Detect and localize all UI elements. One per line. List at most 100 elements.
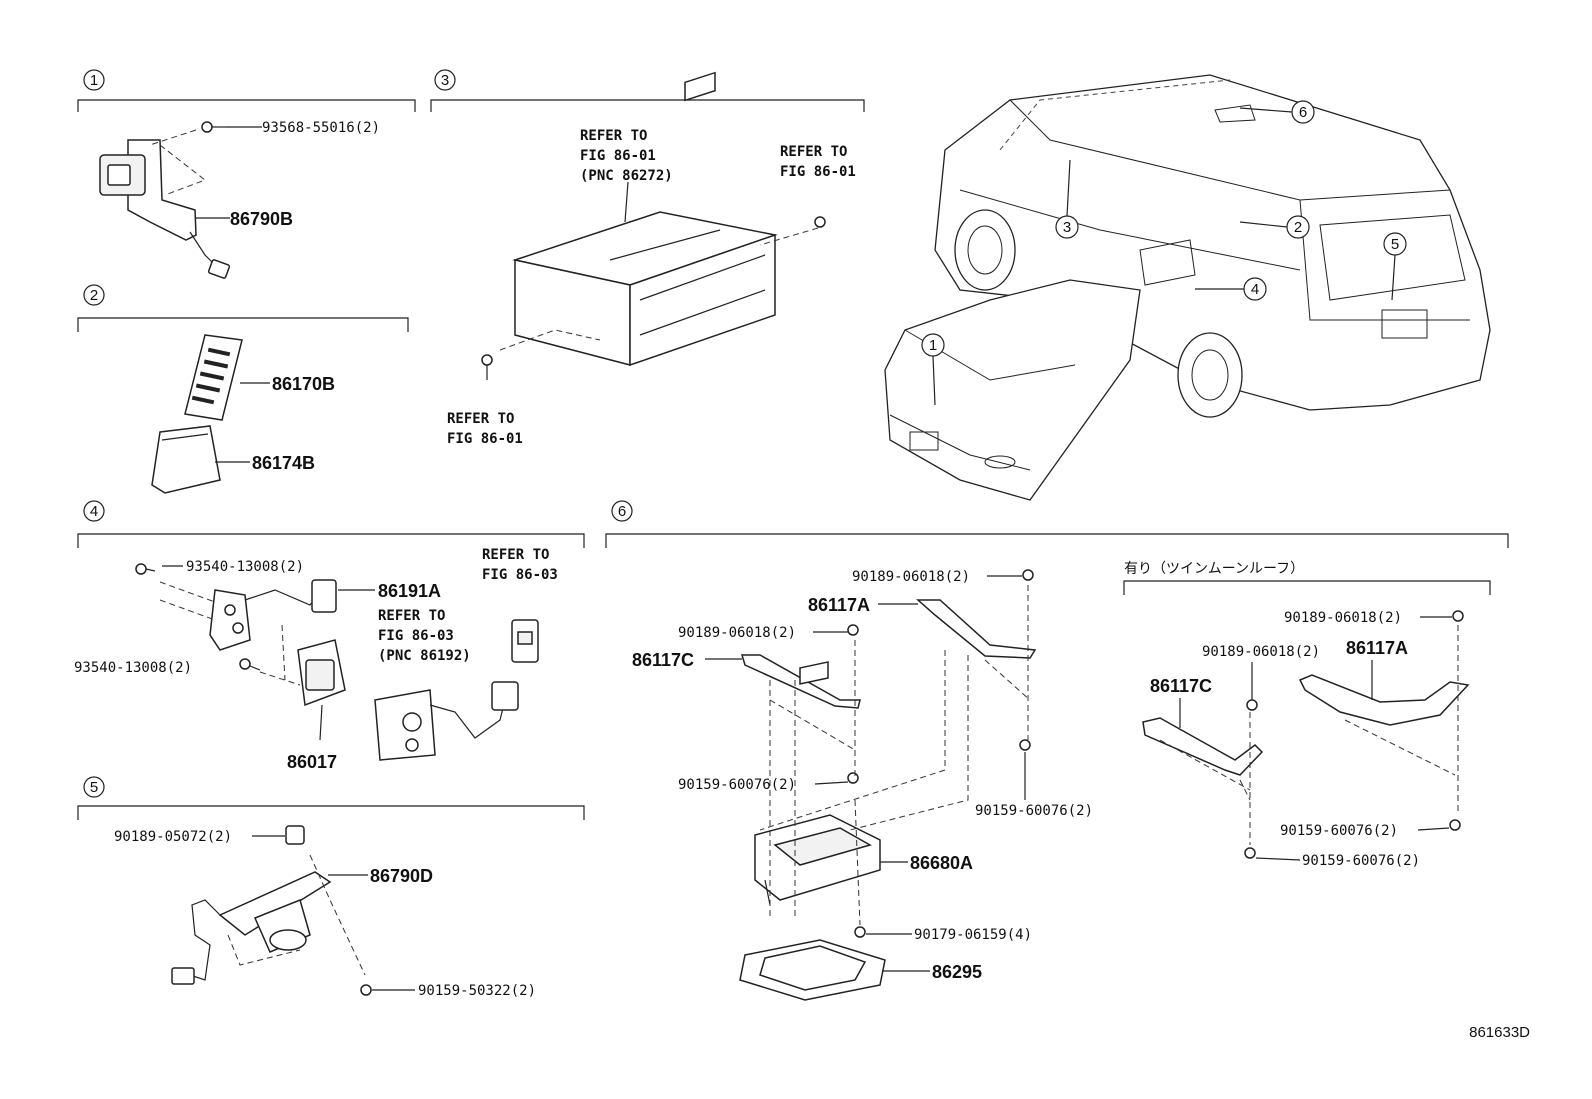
part-label: 86295: [932, 962, 982, 982]
part-label: 86790B: [230, 209, 293, 229]
section-bracket: [430, 99, 865, 112]
section-number: 2: [90, 287, 98, 304]
nut-icon: [854, 926, 866, 938]
part-label: 90159-60076(2): [1280, 823, 1398, 839]
part-label: 90189-06018(2): [1284, 610, 1402, 626]
part-label: 86117C: [1150, 676, 1212, 696]
callout-number: 4: [1251, 281, 1259, 298]
refer-text: FIG 86-03: [482, 567, 558, 583]
section-3: 3 REFER TO FIG 86-01 (PNC 86272) REFER T…: [430, 69, 865, 447]
section-1: 1 93568-55016(2) 86790B: [77, 69, 416, 279]
bezel-drawing: [739, 939, 886, 1001]
screw-icon: [1449, 819, 1461, 831]
section-6: 6: [605, 500, 1509, 1001]
bracket-86117a-drawing: [916, 599, 1037, 659]
section-bracket: [605, 533, 1509, 548]
callout-number: 6: [1299, 104, 1307, 121]
variant-bracket-86117a-drawing: [1298, 674, 1470, 726]
section-bracket: [77, 533, 585, 548]
part-label: 90189-06018(2): [678, 625, 796, 641]
clip-icon: [285, 825, 305, 845]
section-number-circle: [83, 500, 105, 522]
part-label: 86170B: [272, 374, 335, 394]
part-label: 90179-06159(4): [914, 927, 1032, 943]
leader-line: [1239, 221, 1288, 228]
section-5: 5 90189-05072(2) 86790D 90159-50322(2): [77, 776, 585, 999]
section-number-circle: [434, 69, 456, 91]
part-label: 90189-06018(2): [1202, 644, 1320, 660]
leader-line: [1066, 159, 1071, 217]
part-label: 90189-05072(2): [114, 829, 232, 845]
refer-text: REFER TO: [482, 547, 549, 563]
section-number: 1: [90, 72, 98, 89]
screw-icon: [1244, 847, 1256, 859]
clip-icon: [1022, 569, 1034, 581]
section-number-circle: [83, 776, 105, 798]
refer-text: REFER TO: [447, 411, 514, 427]
refer-text: FIG 86-01: [580, 148, 656, 164]
leader-line: [814, 781, 849, 785]
clip-icon: [1246, 699, 1258, 711]
refer-text: FIG 86-01: [780, 164, 856, 180]
part-label: 86117A: [1346, 638, 1408, 658]
part-86790b-drawing: [99, 129, 231, 279]
part-label: 86117C: [632, 650, 694, 670]
screw-icon: [814, 216, 826, 228]
section-number-circle: [83, 69, 105, 91]
refer-text: (PNC 86192): [378, 648, 471, 664]
section-number: 4: [90, 503, 98, 520]
section-bracket: [77, 99, 416, 112]
leader-line: [1417, 827, 1450, 831]
clip-icon: [1452, 610, 1464, 622]
part-label: 90159-50322(2): [418, 983, 536, 999]
callout-number: 5: [1391, 236, 1399, 253]
refer-text: REFER TO: [378, 608, 445, 624]
part-label: 86790D: [370, 866, 433, 886]
part-label: 90159-60076(2): [1302, 853, 1420, 869]
leader-line: [1239, 107, 1293, 113]
section-number-circle: [83, 284, 105, 306]
remote-control-icon: [184, 334, 243, 421]
screw-icon: [847, 772, 859, 784]
section-bracket: [77, 317, 409, 332]
screw-icon: [201, 121, 226, 133]
section-2: 2 86170B 86174B: [77, 284, 409, 494]
screw-icon: [360, 984, 372, 996]
section-4: 4: [74, 500, 585, 772]
refer-text: FIG 86-03: [378, 628, 454, 644]
part-label: 93540-13008(2): [186, 559, 304, 575]
dvd-player-drawing: [499, 71, 819, 367]
vehicle-callouts: 6 2 3 4 5 1: [921, 100, 1407, 406]
section-number-circle: [611, 500, 633, 522]
refer-text: REFER TO: [580, 128, 647, 144]
leader-line: [624, 181, 629, 223]
refer-text: (PNC 86272): [580, 168, 673, 184]
part-label: 86017: [287, 752, 337, 772]
leader-line: [1255, 857, 1301, 861]
callout-number: 1: [929, 337, 937, 354]
part-label: 86117A: [808, 595, 870, 615]
leader-line: [1391, 254, 1396, 301]
part-label: 93540-13008(2): [74, 660, 192, 676]
remote-holder-icon: [151, 425, 221, 494]
screw-icon: [1019, 739, 1031, 751]
screw-icon: [239, 658, 261, 671]
variant-bracket-86117c-drawing: [1142, 717, 1264, 776]
callout-number: 3: [1063, 219, 1071, 236]
vtr-adapter-drawing: [374, 681, 519, 761]
part-label: 90159-60076(2): [975, 803, 1093, 819]
section-number: 5: [90, 779, 98, 796]
leader-line: [932, 355, 936, 406]
clip-icon: [847, 624, 859, 636]
overhead-monitor-drawing: [754, 661, 881, 906]
section-number: 6: [618, 503, 626, 520]
part-label: 90189-06018(2): [852, 569, 970, 585]
variant-label: 有り（ツインムーンルーフ）: [1124, 561, 1304, 577]
part-label: 86680A: [910, 853, 973, 873]
section-number: 3: [441, 72, 449, 89]
diagram-code: 861633D: [1469, 1024, 1530, 1041]
refer-text: FIG 86-01: [447, 431, 523, 447]
part-label: 86191A: [378, 581, 441, 601]
rear-camera-drawing: [171, 854, 366, 985]
